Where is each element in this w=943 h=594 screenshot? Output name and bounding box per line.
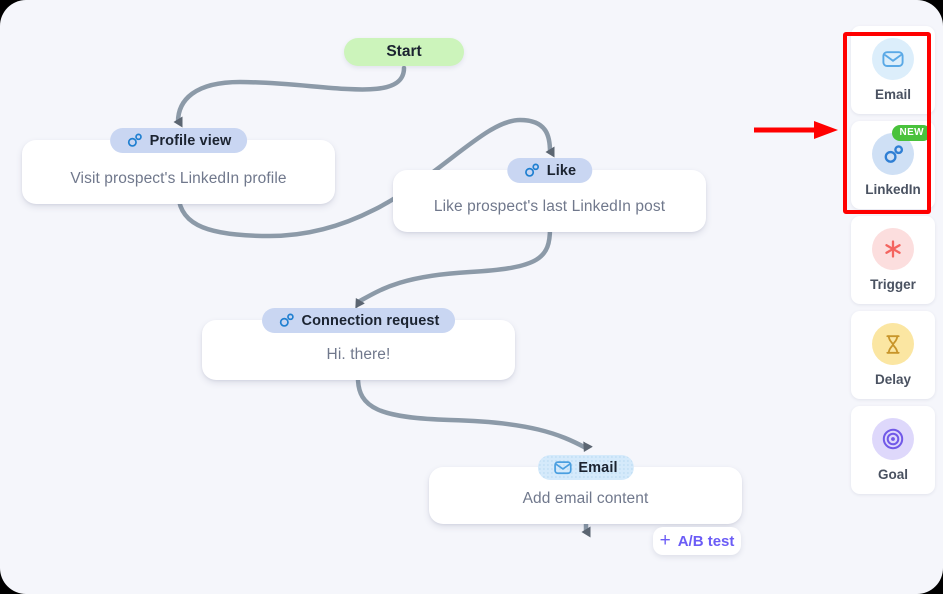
target-icon xyxy=(882,428,904,450)
sidebar-item-trigger-label: Trigger xyxy=(870,277,916,292)
sidebar-item-linkedin-label: LinkedIn xyxy=(865,182,921,197)
sidebar-item-goal-label: Goal xyxy=(877,467,908,482)
node-like-title: Like xyxy=(546,162,577,179)
plus-icon: + xyxy=(659,529,671,551)
node-connection-request-title: Connection request xyxy=(301,312,440,329)
node-profile-view-title: Profile view xyxy=(149,132,232,149)
sidebar-item-delay-label: Delay xyxy=(874,372,912,387)
node-like-header[interactable]: Like xyxy=(506,158,593,183)
node-email-header[interactable]: Email xyxy=(537,455,634,480)
sidebar-item-email-label: Email xyxy=(874,87,912,102)
people-icon xyxy=(524,163,539,177)
envelope-icon xyxy=(882,51,904,67)
goal-icon-circle xyxy=(872,418,914,460)
sidebar-item-goal[interactable]: Goal xyxy=(851,406,935,494)
node-profile-view-description: Visit prospect's LinkedIn profile xyxy=(70,170,287,187)
node-profile-view[interactable]: Profile view Visit prospect's LinkedIn p… xyxy=(22,128,335,204)
sidebar-item-trigger[interactable]: Trigger xyxy=(851,216,935,304)
people-icon xyxy=(279,313,294,327)
hourglass-icon xyxy=(886,334,900,354)
arrow-annotation xyxy=(754,121,838,139)
new-badge: NEW xyxy=(892,125,931,141)
node-profile-view-header[interactable]: Profile view xyxy=(109,128,248,153)
start-node[interactable]: Start xyxy=(344,38,464,66)
edge-like-to-connection-request xyxy=(355,225,553,309)
node-like-description: Like prospect's last LinkedIn post xyxy=(433,198,666,215)
node-connection-request[interactable]: Connection request Hi. there! xyxy=(202,308,515,380)
people-icon xyxy=(884,144,903,163)
ab-test-label: A/B test xyxy=(677,532,735,550)
node-like[interactable]: Like Like prospect's last LinkedIn post xyxy=(393,158,706,232)
start-node-label: Start xyxy=(386,43,422,60)
node-connection-request-header[interactable]: Connection request xyxy=(261,308,456,333)
sidebar-item-linkedin[interactable]: NEW LinkedIn xyxy=(851,121,935,209)
edge-connection-request-to-email xyxy=(355,375,593,452)
email-icon-circle xyxy=(872,38,914,80)
node-email[interactable]: Email Add email content xyxy=(429,455,742,524)
sidebar-item-delay[interactable]: Delay xyxy=(851,311,935,399)
node-email-title: Email xyxy=(578,459,618,476)
node-connection-request-description: Hi. there! xyxy=(326,346,391,363)
delay-icon-circle xyxy=(872,323,914,365)
asterisk-icon xyxy=(885,240,901,258)
edge-start-to-profile-view xyxy=(173,65,407,128)
trigger-icon-circle xyxy=(872,228,914,270)
sidebar-item-email[interactable]: Email xyxy=(851,26,935,114)
people-icon xyxy=(127,133,142,147)
ab-test-button[interactable]: + A/B test xyxy=(653,527,741,555)
node-palette-sidebar[interactable]: Email NEW LinkedIn xyxy=(851,26,935,494)
node-email-description: Add email content xyxy=(522,490,649,507)
envelope-icon xyxy=(553,461,572,475)
